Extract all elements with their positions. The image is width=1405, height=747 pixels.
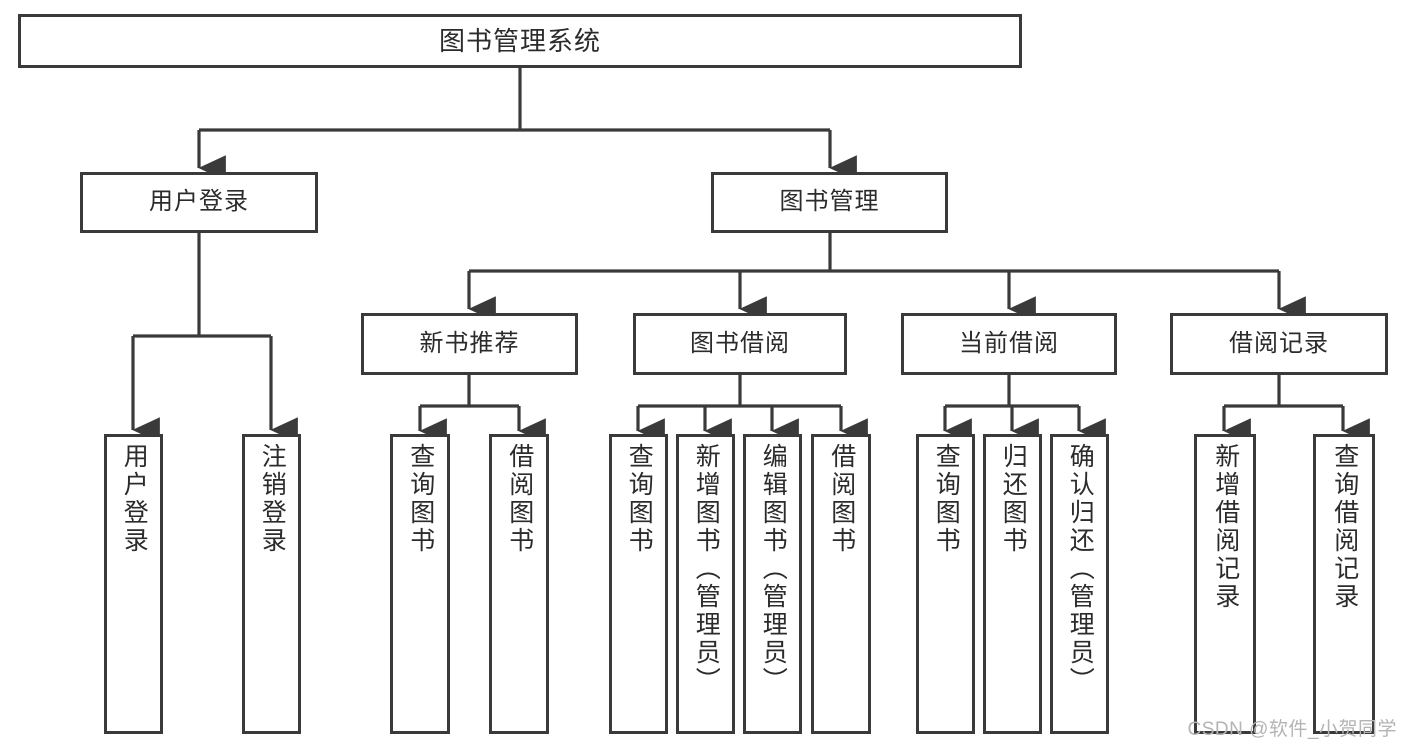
- node-current-borrow-label: 当前借阅: [959, 329, 1059, 357]
- leaf-user-login-signout[interactable]: 注销登录: [242, 434, 301, 734]
- leaf-label: 确认归还（管理员）: [1066, 443, 1095, 695]
- leaf-label: 借阅图书: [505, 443, 534, 555]
- leaf-current-borrow-return[interactable]: 归还图书: [983, 434, 1042, 734]
- leaf-label: 注销登录: [258, 443, 287, 555]
- leaf-new-book-query[interactable]: 查询图书: [390, 434, 450, 734]
- leaf-borrow-record-add[interactable]: 新增借阅记录: [1194, 434, 1256, 734]
- leaf-label: 借阅图书: [827, 443, 856, 555]
- node-user-login-label: 用户登录: [149, 188, 249, 216]
- leaf-label: 查询图书: [932, 443, 961, 555]
- leaf-label: 查询图书: [406, 443, 435, 555]
- leaf-user-login-signin[interactable]: 用户登录: [104, 434, 163, 734]
- node-new-book-recommend-label: 新书推荐: [419, 329, 520, 357]
- node-book-borrow[interactable]: 图书借阅: [633, 313, 847, 375]
- node-borrow-record-label: 借阅记录: [1229, 329, 1329, 357]
- leaf-label: 新增借阅记录: [1211, 443, 1240, 611]
- leaf-label: 查询借阅记录: [1330, 443, 1359, 611]
- leaf-new-book-borrow[interactable]: 借阅图书: [489, 434, 549, 734]
- leaf-label: 用户登录: [120, 443, 149, 555]
- node-book-management-label: 图书管理: [779, 188, 880, 216]
- leaf-label: 查询图书: [625, 443, 654, 555]
- node-current-borrow[interactable]: 当前借阅: [901, 313, 1117, 375]
- leaf-label: 新增图书（管理员）: [692, 443, 721, 695]
- leaf-book-borrow-query[interactable]: 查询图书: [609, 434, 668, 734]
- leaf-borrow-record-query[interactable]: 查询借阅记录: [1313, 434, 1375, 734]
- leaf-book-borrow-edit[interactable]: 编辑图书（管理员）: [743, 434, 802, 734]
- csdn-watermark: CSDN @软件_小贺同学: [1187, 719, 1397, 740]
- node-root-label: 图书管理系统: [438, 25, 601, 56]
- leaf-book-borrow-add[interactable]: 新增图书（管理员）: [676, 434, 735, 734]
- leaf-label: 编辑图书（管理员）: [759, 443, 788, 695]
- node-new-book-recommend[interactable]: 新书推荐: [361, 313, 578, 375]
- leaf-current-borrow-query[interactable]: 查询图书: [916, 434, 975, 734]
- node-root[interactable]: 图书管理系统: [18, 14, 1022, 68]
- leaf-label: 归还图书: [999, 443, 1028, 555]
- node-borrow-record[interactable]: 借阅记录: [1170, 313, 1388, 375]
- leaf-book-borrow-borrow[interactable]: 借阅图书: [811, 434, 871, 734]
- node-book-management[interactable]: 图书管理: [711, 172, 948, 233]
- node-book-borrow-label: 图书借阅: [690, 329, 790, 357]
- leaf-current-borrow-confirm-return[interactable]: 确认归还（管理员）: [1050, 434, 1109, 734]
- node-user-login[interactable]: 用户登录: [80, 172, 318, 233]
